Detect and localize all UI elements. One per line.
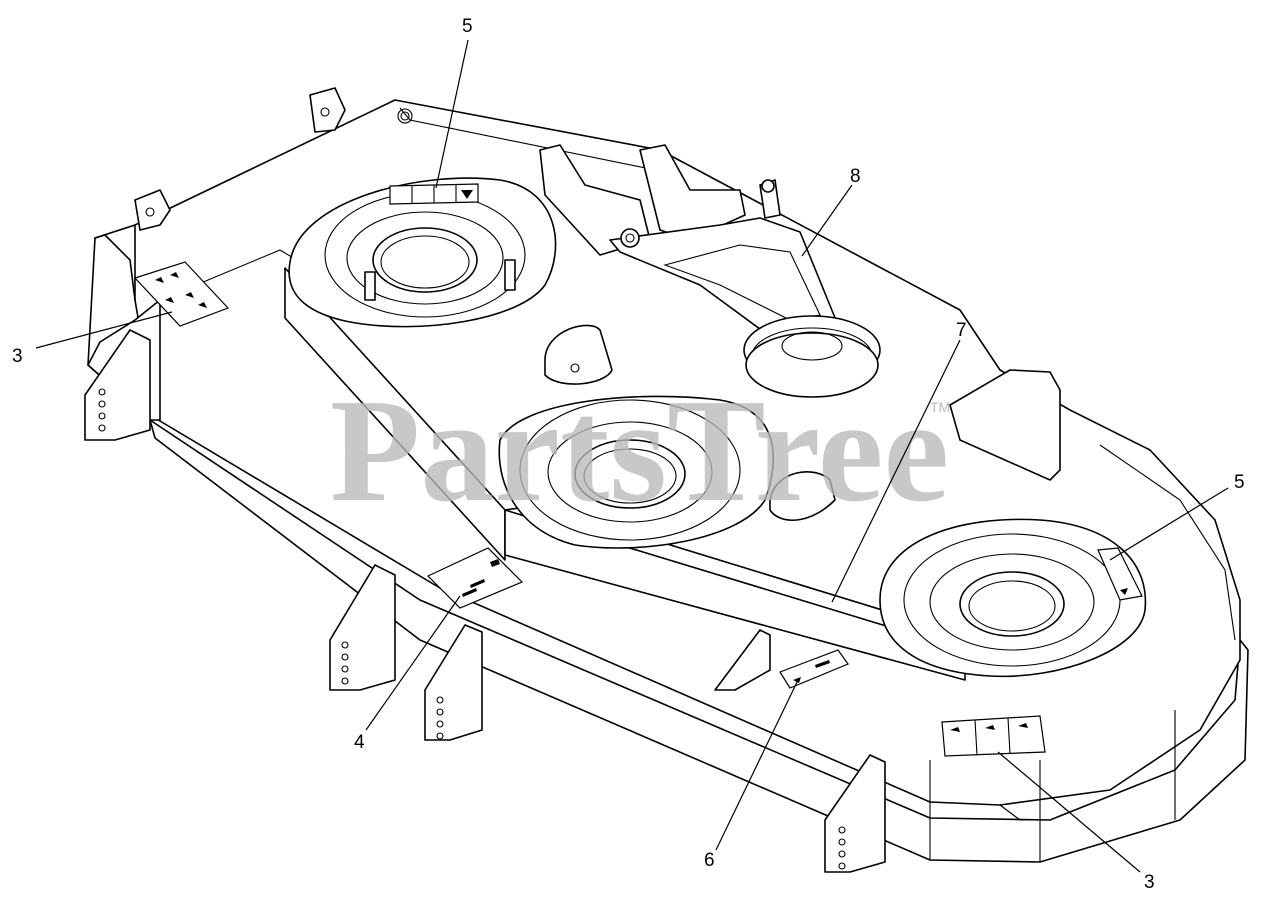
callout-6: 6 [704,850,715,871]
spindle-center [498,395,775,549]
spindle-right [879,518,1147,678]
decal-center-4 [426,547,524,609]
watermark-trademark: TM [930,399,950,415]
rear-mount [639,144,746,241]
callout-4: 4 [354,732,365,753]
decal-top-5 [389,183,479,205]
idler-arm-assembly [609,179,881,398]
belt-guard-tab [544,324,613,385]
belt-guard-tab-right [769,471,836,521]
decal-front-6 [779,649,849,689]
rear-right-bracket [949,369,1061,481]
decal-bottom-3 [941,715,1046,757]
watermark-text: PartsTree [330,369,949,533]
spindle-left [288,177,557,328]
callout-5-right: 5 [1234,472,1245,493]
decal-right-5 [1097,547,1143,601]
callout-7: 7 [956,320,967,341]
rear-center-bracket [539,144,651,256]
decal-left-3 [133,261,230,327]
callout-3-bottom: 3 [1144,872,1155,893]
callout-3-left: 3 [12,346,23,367]
leader-lines [35,39,1229,873]
callout-8: 8 [850,166,861,187]
front-gauge-brackets [84,329,886,873]
callout-5-top: 5 [462,16,473,37]
